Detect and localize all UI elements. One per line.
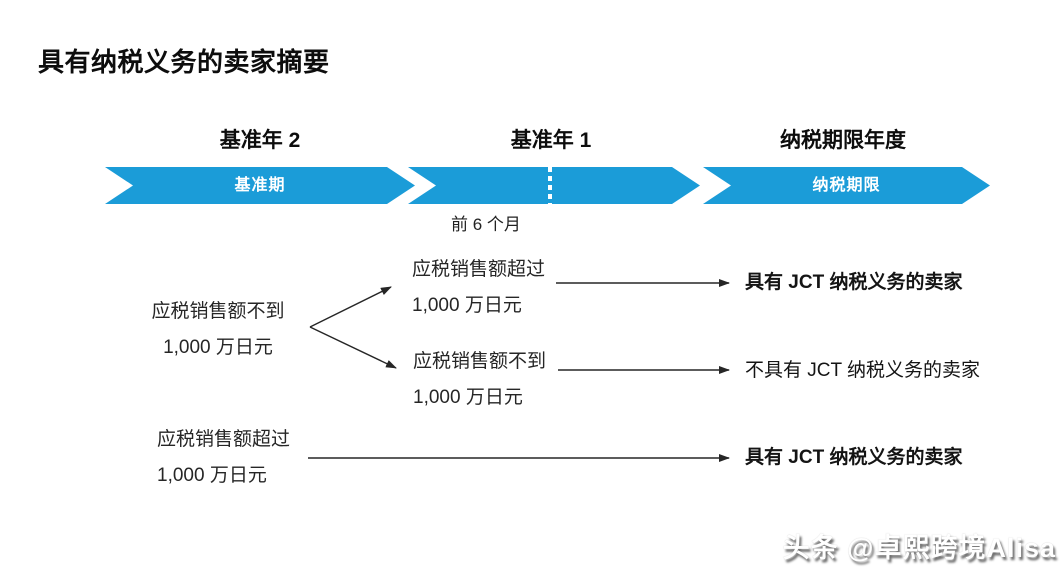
node-line: 1,000 万日元 bbox=[412, 295, 522, 316]
base-period-arrow-label: 基准期 bbox=[234, 177, 286, 194]
node-line: 应税销售额超过 bbox=[412, 259, 546, 280]
tax-period-arrow bbox=[703, 167, 990, 204]
outcome-jct-not-liable: 不具有 JCT 纳税义务的卖家 bbox=[745, 360, 981, 381]
outcome-jct-liable-bottom: 具有 JCT 纳税义务的卖家 bbox=[745, 447, 963, 468]
timeline-header-tax-period-year: 纳税期限年度 bbox=[780, 129, 906, 152]
node-base-year2-under-10m: 应税销售额不到 1,000 万日元 bbox=[140, 294, 296, 366]
node-base-year2-over-10m: 应税销售额超过 1,000 万日元 bbox=[157, 422, 290, 494]
node-line: 应税销售额不到 bbox=[413, 351, 547, 372]
outcome-jct-liable-top: 具有 JCT 纳税义务的卖家 bbox=[745, 272, 963, 293]
base-period-arrow bbox=[105, 167, 415, 204]
tax-period-arrow-label: 纳税期限 bbox=[812, 177, 881, 194]
first-six-months-label: 前 6 个月 bbox=[451, 215, 521, 234]
branch-arrow-down bbox=[309, 326, 397, 369]
node-line: 1,000 万日元 bbox=[163, 337, 273, 358]
node-base-year1-under-10m: 应税销售额不到 1,000 万日元 bbox=[413, 344, 546, 416]
middle-period-arrow bbox=[408, 167, 700, 204]
node-line: 1,000 万日元 bbox=[157, 465, 267, 486]
node-line: 应税销售额不到 bbox=[151, 301, 285, 322]
timeline-arrow-band bbox=[105, 167, 990, 204]
watermark: 头条 @卓熙跨境Alisa bbox=[782, 533, 1056, 563]
timeline-header-base-year-1: 基准年 1 bbox=[510, 129, 592, 152]
node-line: 1,000 万日元 bbox=[413, 387, 523, 408]
branch-arrow-up bbox=[309, 286, 392, 328]
timeline-header-base-year-2: 基准年 2 bbox=[219, 129, 301, 152]
node-base-year1-over-10m: 应税销售额超过 1,000 万日元 bbox=[412, 252, 545, 324]
node-line: 应税销售额超过 bbox=[157, 429, 291, 450]
page-title: 具有纳税义务的卖家摘要 bbox=[38, 47, 330, 77]
